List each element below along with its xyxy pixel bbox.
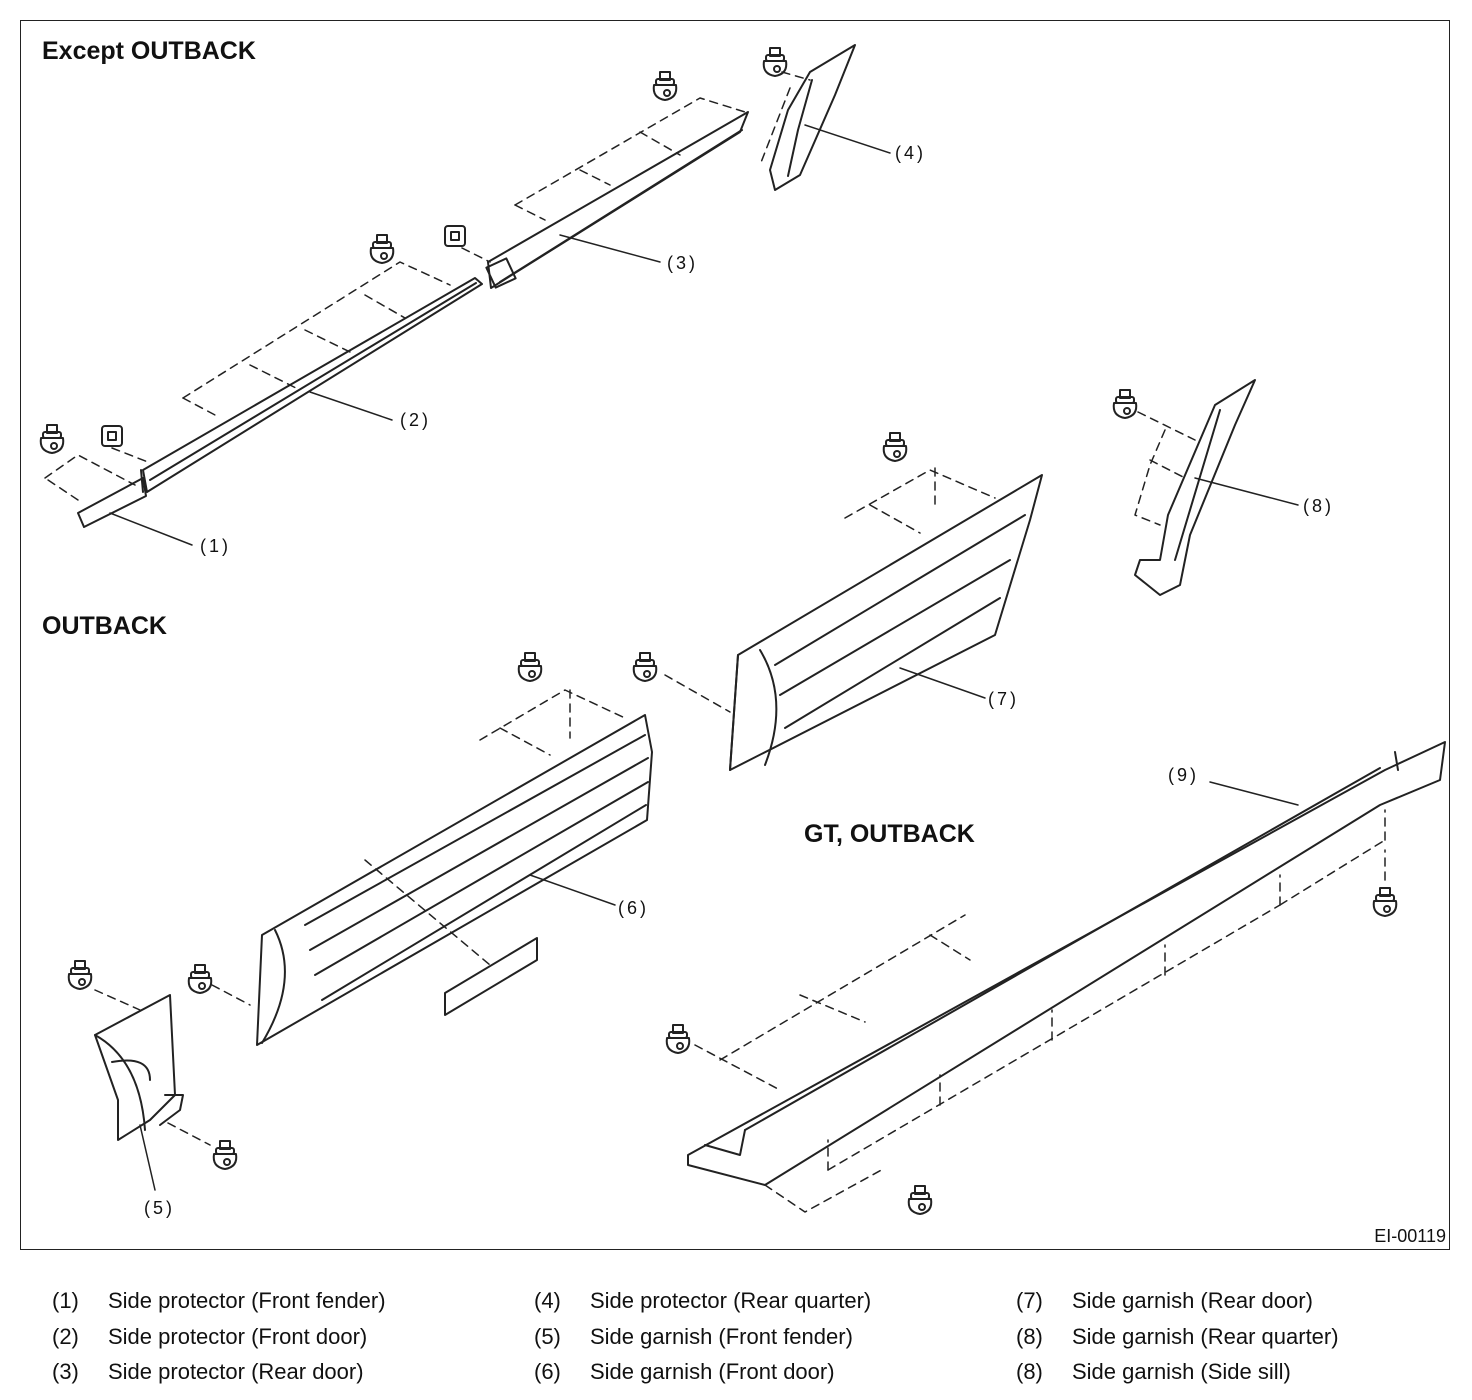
diagram-frame (20, 20, 1450, 1250)
section-title-except-outback: Except OUTBACK (42, 37, 256, 65)
legend-item: (8) Side garnish (Side sill) (1016, 1359, 1339, 1395)
side-protector-front-fender (77, 469, 147, 528)
callout-5: (5) (144, 1198, 175, 1218)
legend-text: Side garnish (Front fender) (590, 1323, 853, 1349)
clip-icon (665, 1024, 691, 1054)
legend-text: Side garnish (Side sill) (1072, 1359, 1291, 1384)
side-garnish-rear-door (729, 474, 1043, 771)
legend-text: Side garnish (Rear quarter) (1072, 1323, 1339, 1349)
legend-text: Side protector (Front fender) (108, 1288, 386, 1313)
legend-text: Side garnish (Rear door) (1072, 1288, 1313, 1313)
callout-3: (3) (667, 253, 698, 273)
installation-guide-lines (94, 411, 1386, 1213)
legend-item: (5) Side garnish (Front fender) (534, 1324, 871, 1360)
legend-item: (4) Side protector (Rear quarter) (534, 1288, 871, 1324)
figure-id: EI-00119 (1374, 1226, 1446, 1246)
legend-item: (8) Side garnish (Rear quarter) (1016, 1324, 1339, 1360)
legend-item: (6) Side garnish (Front door) (534, 1359, 871, 1395)
legend-number: (6) (534, 1359, 561, 1384)
legend-number: (3) (52, 1359, 79, 1384)
legend-text: Side garnish (Front door) (590, 1359, 835, 1384)
legend-number: (8) (1016, 1359, 1043, 1384)
legend-text: Side protector (Front door) (108, 1323, 368, 1349)
callout-1: (1) (200, 536, 231, 556)
legend-item: (1) Side protector (Front fender) (52, 1288, 386, 1324)
callout-4: (4) (895, 143, 926, 163)
clip-icon (67, 960, 93, 990)
callout-9: (9) (1168, 765, 1199, 785)
clip-icon (882, 432, 908, 462)
section-title-outback: OUTBACK (42, 612, 167, 640)
callout-2: (2) (400, 410, 431, 430)
clip-icon (1372, 887, 1398, 917)
clip-icon (1112, 389, 1138, 419)
clip-icon (517, 652, 543, 682)
legend-text: Side protector (Rear quarter) (590, 1288, 872, 1313)
side-garnish-rear-quarter (1134, 379, 1256, 596)
legend-number: (2) (52, 1323, 79, 1349)
legend-number: (1) (52, 1288, 79, 1313)
clip-icon (369, 234, 395, 264)
legend-column-3: (7) Side garnish (Rear door) (8) Side garn… (1016, 1288, 1339, 1395)
nut-clip-icon (444, 225, 466, 247)
callout-6: (6) (618, 898, 649, 918)
legend-item: (7) Side garnish (Rear door) (1016, 1288, 1339, 1324)
clip-icon (652, 71, 678, 101)
callout-8: (8) (1303, 496, 1334, 516)
installation-guide-lines (44, 71, 811, 501)
legend-number: (4) (534, 1288, 561, 1313)
callout-leader-lines (109, 124, 1299, 1191)
parts-illustration (39, 44, 1446, 1215)
clip-icon (907, 1185, 933, 1215)
side-protector-rear-door (485, 111, 749, 289)
section-title-gt-outback: GT, OUTBACK (804, 820, 975, 848)
side-protector-rear-quarter (769, 44, 856, 191)
legend-number: (8) (1016, 1323, 1043, 1349)
clip-icon (187, 964, 213, 994)
legend-column-1: (1) Side protector (Front fender) (2) Side… (52, 1288, 386, 1395)
clip-icon (39, 424, 65, 454)
side-garnish-side-sill (687, 741, 1446, 1186)
side-garnish-front-door (256, 714, 653, 1046)
clip-icon (632, 652, 658, 682)
side-protector-front-door (142, 277, 483, 493)
legend-number: (7) (1016, 1288, 1043, 1313)
legend-text: Side protector (Rear door) (108, 1359, 364, 1384)
legend-column-2: (4) Side protector (Rear quarter) (5) Side… (534, 1288, 871, 1395)
legend-number: (5) (534, 1323, 561, 1349)
clip-icon (212, 1140, 238, 1170)
legend-item: (3) Side protector (Rear door) (52, 1359, 386, 1395)
nut-clip-icon (101, 425, 123, 447)
side-garnish-front-fender (94, 994, 184, 1141)
legend-item: (2) Side protector (Front door) (52, 1324, 386, 1360)
callout-7: (7) (988, 689, 1019, 709)
